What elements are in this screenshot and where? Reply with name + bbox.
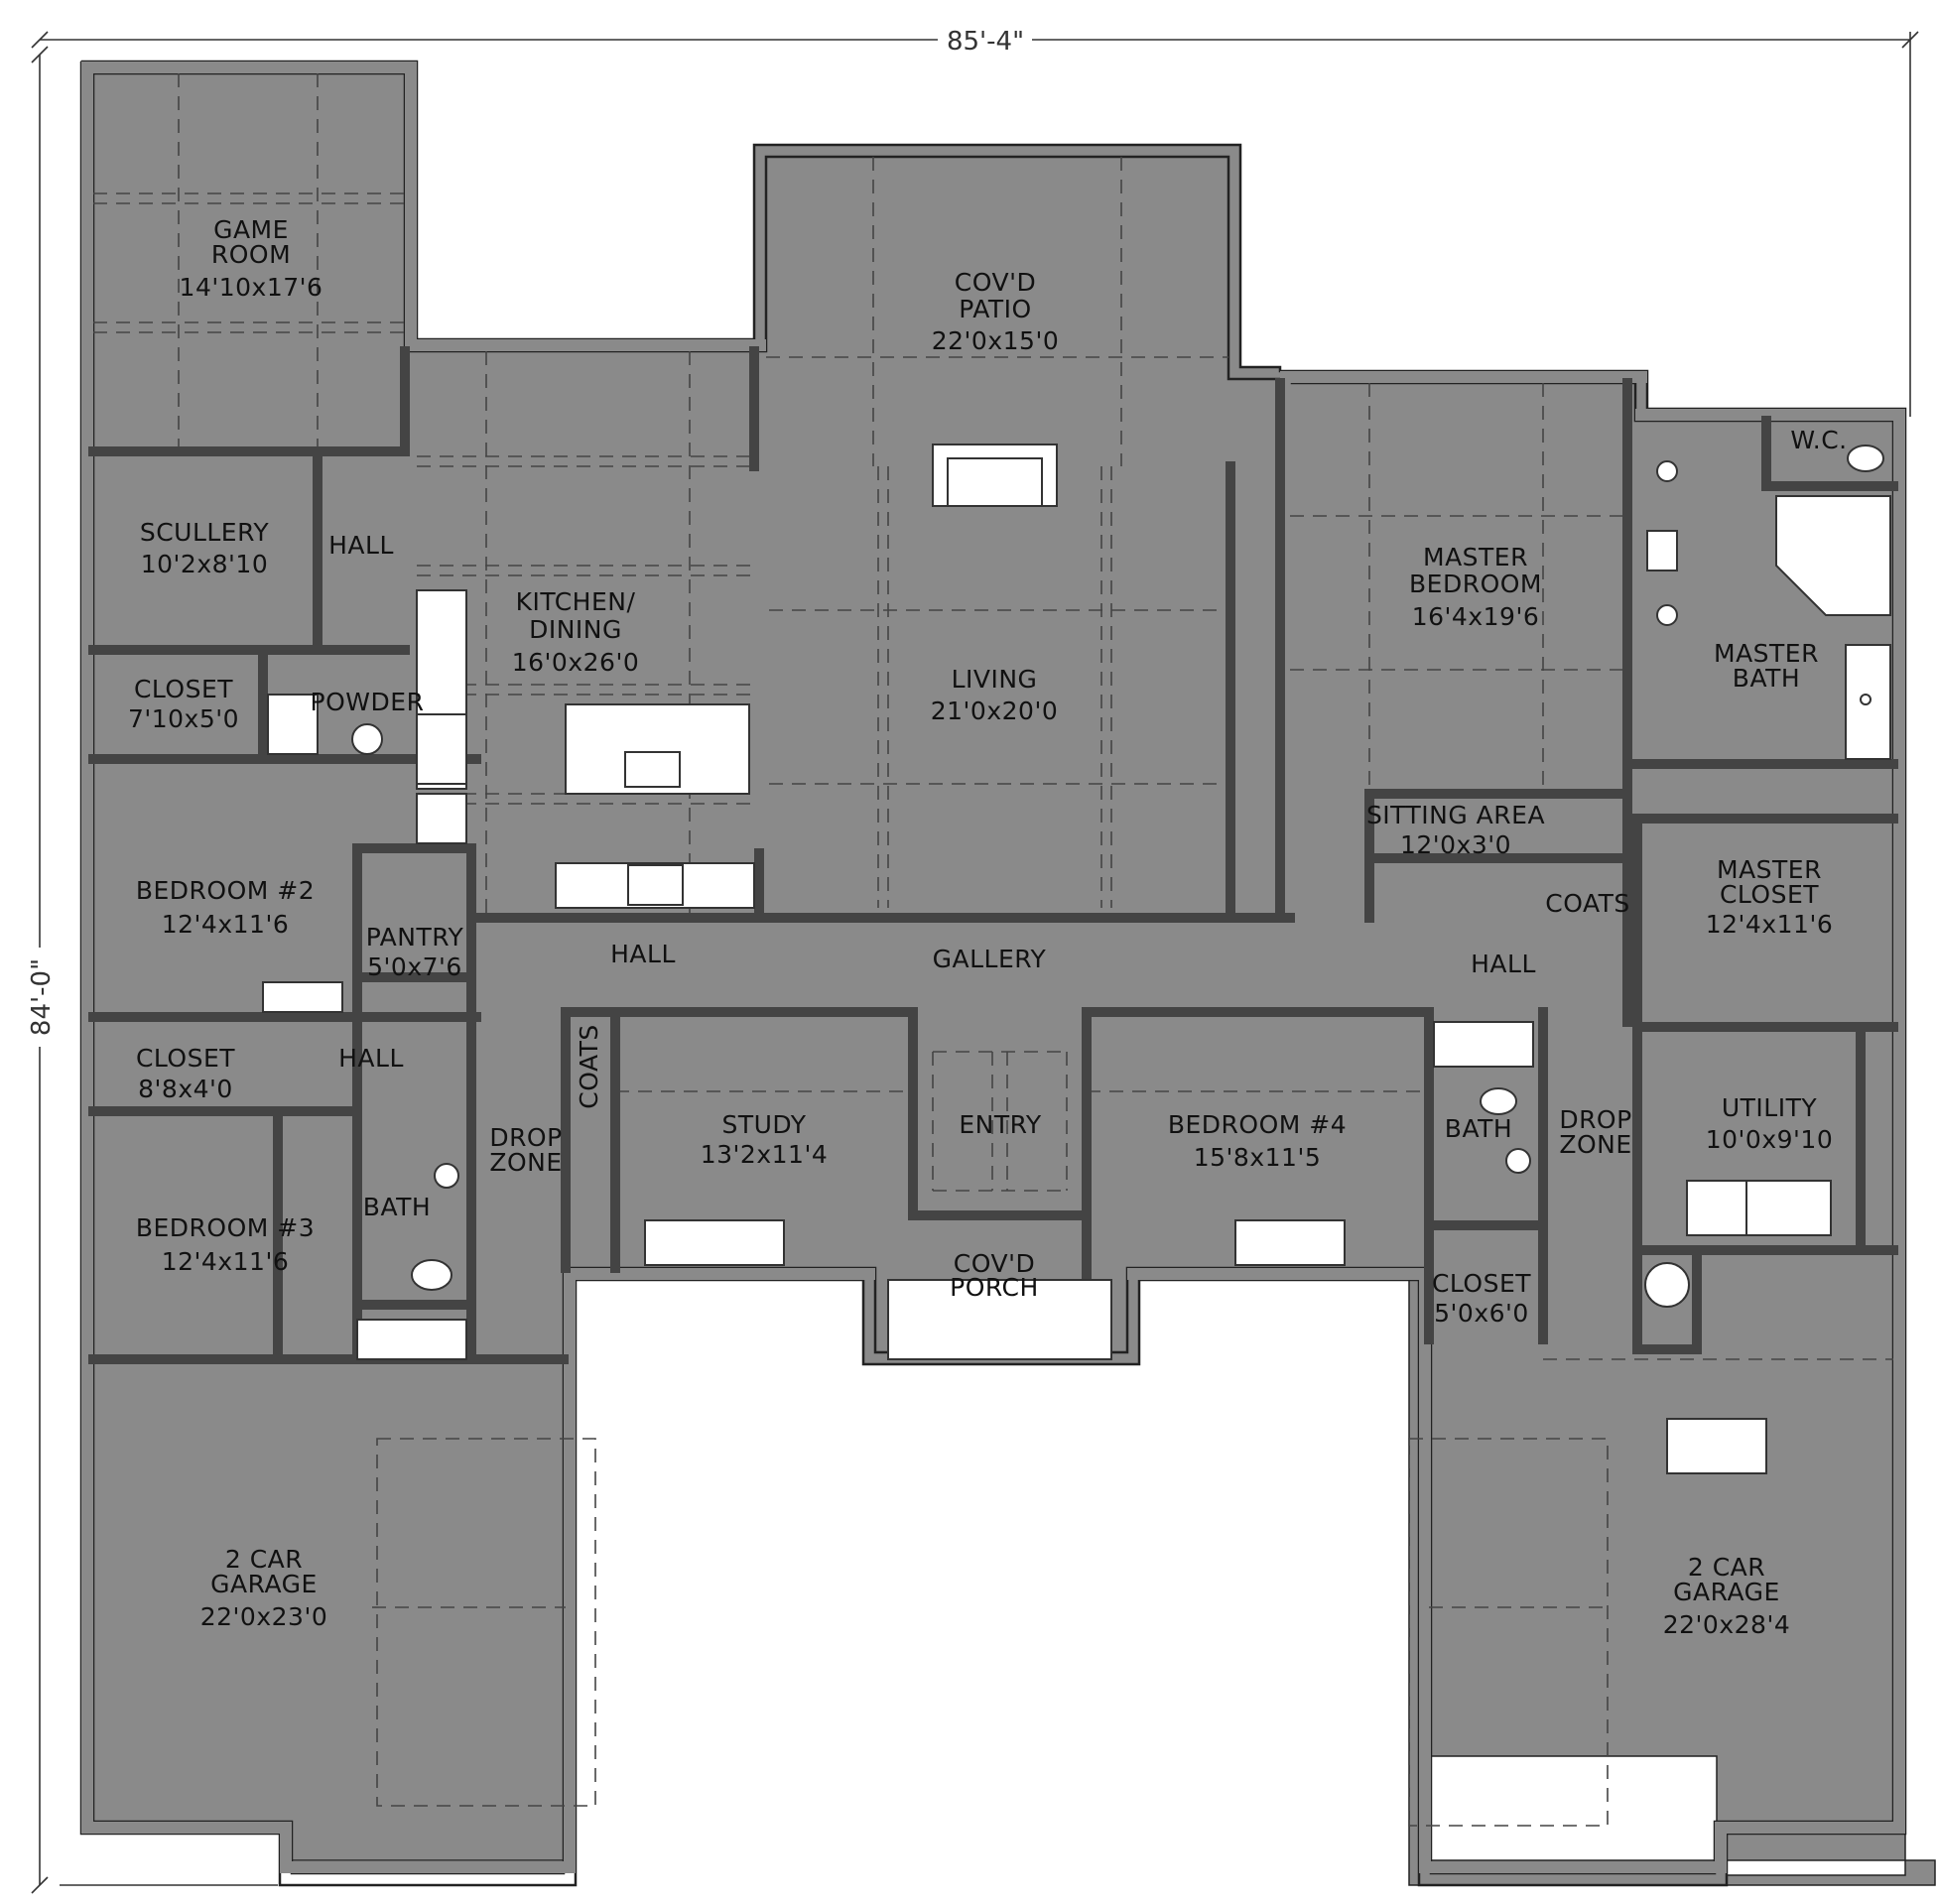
label-coats-1: COATS [1545,889,1630,918]
depth-dimension: 84'-0" [27,958,57,1036]
exterior-walls [79,60,1936,1887]
label-hall-4: HALL [338,1044,404,1073]
interior-walls [88,346,1898,1364]
label-hall-2: HALL [610,940,676,968]
width-dimension: 85'-4" [947,27,1024,57]
fixtures [262,444,1891,1474]
label-powder: POWDER [311,688,425,716]
dimension-lines [31,31,1919,1894]
label-gallery: GALLERY [933,945,1047,973]
label-wc: W.C. [1790,426,1847,454]
label-coats-2: COATS [575,1024,603,1109]
label-bath-1: BATH [363,1193,431,1221]
label-entry: ENTRY [959,1110,1042,1139]
label-bath-2: BATH [1445,1114,1512,1143]
label-hall-3: HALL [1471,950,1536,978]
label-hall-1: HALL [328,531,394,560]
ceiling-dash-lines [93,73,1893,1827]
